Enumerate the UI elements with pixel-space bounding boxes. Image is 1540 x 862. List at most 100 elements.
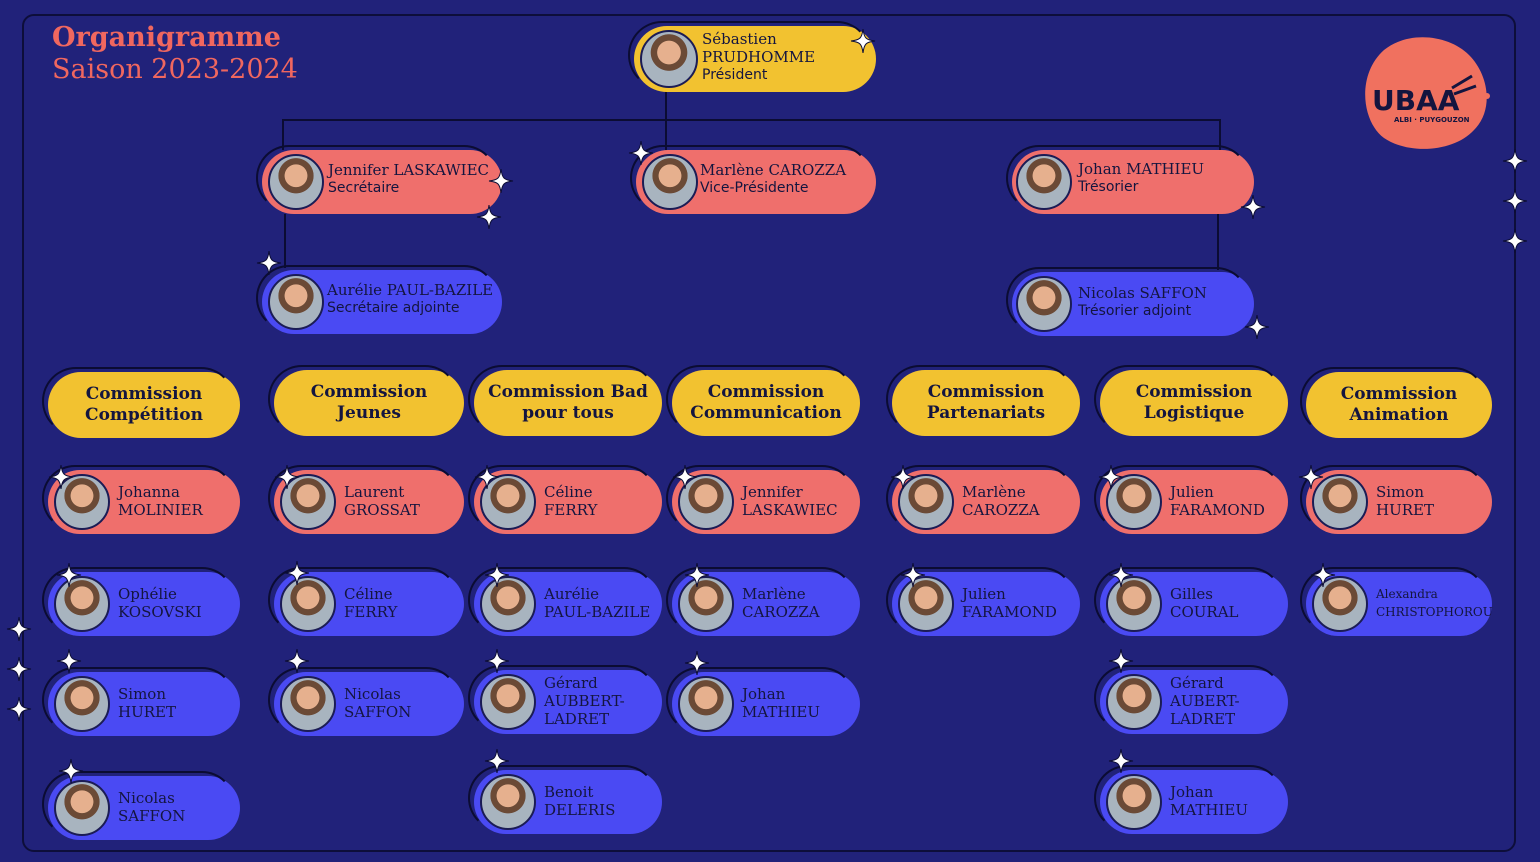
- secretaire-adjointe-text: Aurélie PAUL-BAZILE Secrétaire adjointe: [327, 281, 493, 317]
- sparkle-icon: [476, 204, 502, 230]
- member-last-name: GROSSAT: [344, 501, 420, 519]
- president-last-name: PRUDHOMME: [702, 48, 816, 66]
- commission-title-line1: Commission Bad: [488, 382, 648, 402]
- commission-title-line2: Logistique: [1143, 403, 1245, 423]
- secretaire-photo: [268, 154, 324, 210]
- commission-title-line1: Commission: [310, 382, 428, 402]
- member-photo: [1106, 674, 1162, 730]
- sparkle-icon: [684, 562, 710, 588]
- member-first-name: Céline: [544, 483, 593, 501]
- sparkle-icon: [56, 648, 82, 674]
- sparkle-icon: [284, 560, 310, 586]
- commission-title-line2: Jeunes: [337, 403, 401, 423]
- sparkle-icon: [1240, 194, 1266, 220]
- member-last-name: COURAL: [1170, 603, 1239, 621]
- commission-title-line2: pour tous: [522, 403, 614, 423]
- sparkle-icon: [256, 250, 282, 276]
- member-first-name: Simon: [1376, 483, 1424, 501]
- member-last-name: MATHIEU: [742, 703, 820, 721]
- member-photo: [280, 474, 336, 530]
- member-photo: [1106, 474, 1162, 530]
- member-first-name: Julien: [962, 585, 1006, 603]
- commission-title-line1: Commission: [707, 382, 825, 402]
- sparkle-icon: [1098, 464, 1124, 490]
- secretaire-card: Jennifer LASKAWIEC Secrétaire: [256, 145, 502, 214]
- logo-text: UBAA: [1372, 84, 1460, 117]
- sparkle-icon: [1502, 148, 1528, 174]
- title-line-1: Organigramme: [52, 22, 281, 53]
- sparkle-icon: [474, 464, 500, 490]
- sparkle-icon: [56, 562, 82, 588]
- member-last-name: KOSOVSKI: [118, 603, 202, 621]
- tresorier-card: Johan MATHIEU Trésorier: [1006, 145, 1254, 214]
- commission-title-line2: Partenariats: [926, 403, 1046, 423]
- member-last-name: DELERIS: [544, 801, 616, 819]
- member-last-name: FERRY: [544, 501, 598, 519]
- member-photo: [280, 576, 336, 632]
- vice-president-role: Vice-Présidente: [700, 180, 809, 196]
- member-photo: [54, 676, 110, 732]
- vice-president-photo: [642, 154, 698, 210]
- sparkle-icon: [488, 168, 514, 194]
- secretaire-adjointe-name: Aurélie PAUL-BAZILE: [327, 281, 494, 299]
- secretaire-adjointe-photo: [268, 274, 324, 330]
- member-last-name: FARAMOND: [962, 603, 1057, 621]
- tresorier-photo: [1016, 154, 1072, 210]
- vice-president-name: Marlène CAROZZA: [700, 161, 847, 179]
- member-last-name: AUBBERT-: [544, 692, 625, 710]
- commission-title-line1: Commission: [85, 384, 203, 404]
- member-last-name: CHRISTOPHOROU: [1376, 605, 1493, 619]
- tresorier-adjoint-role: Trésorier adjoint: [1078, 303, 1192, 319]
- member-first-name: Aurélie: [544, 585, 600, 603]
- member-photo: [898, 474, 954, 530]
- member-photo: [54, 576, 110, 632]
- secretaire-adjointe-card: Aurélie PAUL-BAZILE Secrétaire adjointe: [256, 265, 502, 334]
- member-first-name: Johan: [742, 685, 786, 703]
- sparkle-icon: [1502, 188, 1528, 214]
- club-logo: UBAA ALBI · PUYGOUZON: [1365, 37, 1490, 149]
- page-title: Organigramme Saison 2023-2024: [52, 22, 298, 86]
- member-first-name: Ophélie: [118, 585, 177, 603]
- sparkle-icon: [48, 464, 74, 490]
- tresorier-role: Trésorier: [1078, 179, 1139, 195]
- member-last-name: SAFFON: [344, 703, 412, 721]
- tresorier-adjoint-photo: [1016, 276, 1072, 332]
- title-line-2: Saison 2023-2024: [52, 53, 298, 85]
- president-text: Sébastien PRUDHOMME Président: [702, 30, 815, 84]
- president-first-name: Sébastien: [702, 30, 777, 48]
- member-last-name-2: LADRET: [544, 710, 610, 728]
- member-last-name: MOLINIER: [118, 501, 203, 519]
